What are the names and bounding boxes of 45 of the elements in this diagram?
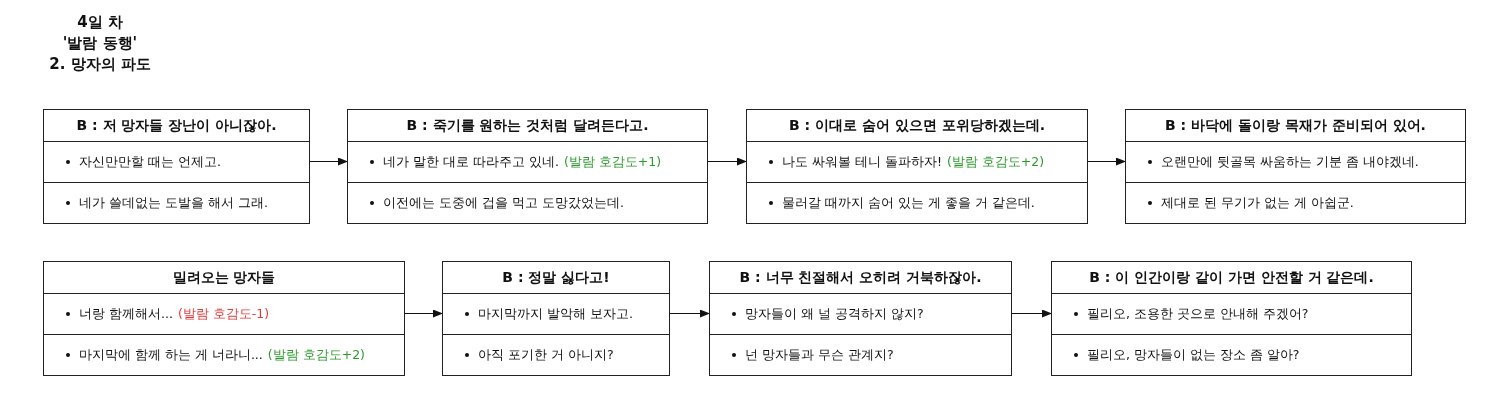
choice-text: 너랑 함께해서... [79, 305, 173, 323]
card-heading: B : 저 망자들 장난이 아니잖아. [76, 116, 277, 135]
choice-text: 필리오, 조용한 곳으로 안내해 주겠어? [1087, 305, 1309, 323]
choice-text: 필리오, 망자들이 없는 장소 좀 알아? [1087, 346, 1300, 364]
dialogue-card [43, 261, 405, 376]
choice-text: 이전에는 도중에 겁을 먹고 도망갔었는데. [383, 194, 624, 212]
dialogue-card [746, 109, 1088, 224]
choice-text: 나도 싸워볼 테니 돌파하자! [782, 153, 942, 171]
affinity-note: (발람 호감도-1) [177, 305, 270, 323]
dialogue-card [347, 109, 708, 224]
card-heading: B : 이 인간이랑 같이 가면 안전할 거 같은데. [1089, 268, 1374, 287]
choice-text: 제대로 된 무기가 없는 게 아쉽군. [1161, 194, 1354, 212]
arrow [668, 309, 711, 318]
choice-text: 오랜만에 뒷골목 싸움하는 기분 좀 내야겠네. [1161, 153, 1419, 171]
arrow [1010, 309, 1053, 318]
choice-text: 자신만만할 때는 언제고. [79, 153, 221, 171]
arrow [706, 157, 748, 166]
heading-text: 2. 망자의 파도 [48, 54, 152, 75]
card-heading: B : 너무 친절해서 오히려 거북하잖아. [739, 268, 982, 287]
card-heading: 밀려오는 망자들 [172, 268, 276, 287]
choice-text: 마지막에 함께 하는 게 너라니... [79, 346, 263, 364]
choice-text: 물러갈 때까지 숨어 있는 게 좋을 거 같은데. [782, 194, 1035, 212]
affinity-note: (발람 호감도+1) [563, 153, 662, 171]
card-heading: B : 정말 싫다고! [502, 268, 610, 287]
arrow [1086, 157, 1127, 166]
affinity-note: (발람 호감도+2) [946, 153, 1045, 171]
arrow [308, 157, 349, 166]
card-heading: B : 이대로 숨어 있으면 포위당하겠는데. [789, 116, 1045, 135]
heading-text: '발람 동행' [61, 33, 139, 54]
choice-text: 마지막까지 발악해 보자고. [478, 305, 633, 323]
affinity-note: (발람 호감도+2) [267, 346, 365, 364]
choice-text: 넌 망자들과 무슨 관계지? [745, 346, 894, 364]
card-heading: B : 바닥에 돌이랑 목재가 준비되어 있어. [1165, 116, 1426, 135]
dialogue-card [1051, 261, 1412, 376]
choice-text: 아직 포기한 거 아니지? [478, 346, 614, 364]
choice-text: 망자들이 왜 널 공격하지 않지? [745, 305, 924, 323]
choice-text: 네가 쓸데없는 도발을 해서 그래. [79, 194, 268, 212]
dialogue-card [43, 109, 310, 224]
dialogue-card [709, 261, 1012, 376]
dialogue-card [1125, 109, 1466, 224]
heading-text: 4일 차 [76, 12, 124, 33]
dialogue-card [442, 261, 670, 376]
choice-text: 네가 말한 대로 따라주고 있네. [383, 153, 559, 171]
card-heading: B : 죽기를 원하는 것처럼 달려든다고. [406, 116, 649, 135]
arrow [403, 309, 444, 318]
